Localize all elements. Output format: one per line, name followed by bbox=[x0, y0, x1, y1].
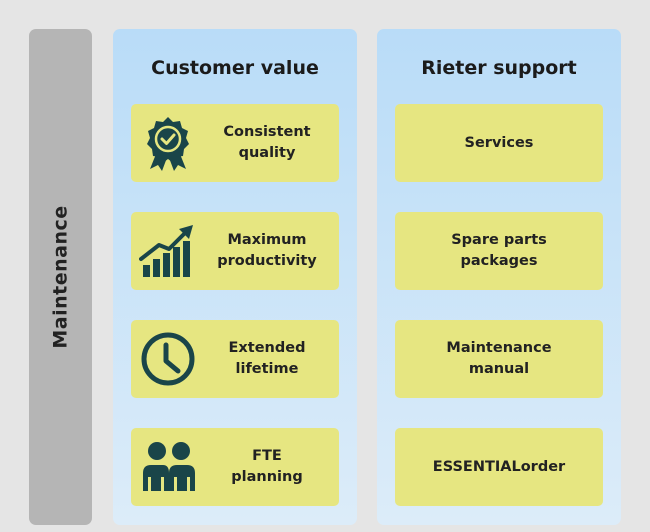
rieter-support-title: Rieter support bbox=[421, 57, 577, 79]
card-label: FTE planning bbox=[231, 448, 303, 485]
award-badge-icon bbox=[131, 104, 205, 182]
rieter-support-column: Rieter support Services Spare parts pack… bbox=[377, 29, 621, 525]
customer-value-title: Customer value bbox=[151, 57, 319, 79]
card-spare-parts-packages: Spare parts packages bbox=[395, 212, 603, 290]
maintenance-label: Maintenance bbox=[49, 205, 72, 349]
card-label: Services bbox=[464, 134, 534, 151]
card-maintenance-manual: Maintenance manual bbox=[395, 320, 603, 398]
card-maximum-productivity: Maximum productivity bbox=[131, 212, 339, 290]
card-label: Spare parts packages bbox=[451, 232, 547, 269]
maintenance-bar: Maintenance bbox=[29, 29, 92, 525]
customer-value-column: Customer value Consistent quality bbox=[113, 29, 357, 525]
clock-icon bbox=[131, 320, 205, 398]
card-fte-planning: FTE planning bbox=[131, 428, 339, 506]
card-extended-lifetime: Extended lifetime bbox=[131, 320, 339, 398]
card-consistent-quality: Consistent quality bbox=[131, 104, 339, 182]
card-label: ESSENTIALorder bbox=[432, 458, 566, 475]
card-label: Consistent quality bbox=[223, 124, 311, 161]
card-label: Maximum productivity bbox=[217, 232, 317, 269]
card-label: Maintenance manual bbox=[446, 340, 552, 377]
growth-chart-icon bbox=[131, 212, 205, 290]
people-icon bbox=[131, 428, 205, 506]
card-essentialorder: ESSENTIALorder bbox=[395, 428, 603, 506]
card-services: Services bbox=[395, 104, 603, 182]
card-label: Extended lifetime bbox=[228, 340, 306, 377]
